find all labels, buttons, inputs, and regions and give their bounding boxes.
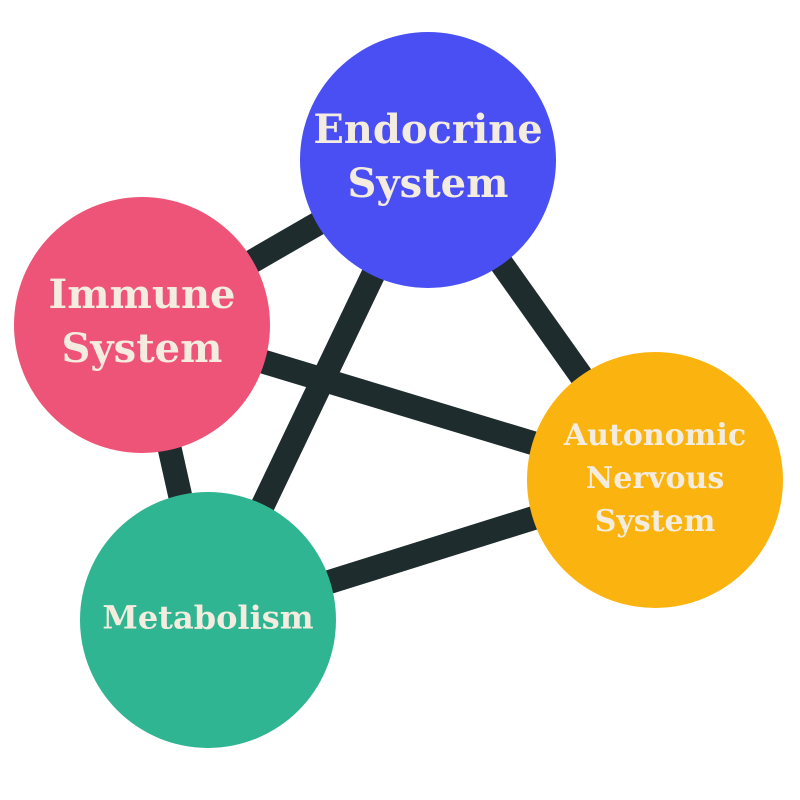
endocrine-label-line: Endocrine	[313, 106, 542, 153]
autonomic-circle	[527, 352, 783, 608]
immune-circle	[14, 197, 270, 453]
autonomic-label-line: Autonomic	[563, 418, 746, 453]
immune-label-line: Immune	[49, 271, 236, 318]
endocrine-circle	[300, 32, 556, 288]
metabolism-circle	[80, 492, 336, 748]
autonomic-label-line: System	[595, 504, 716, 539]
node-metabolism: Metabolism	[80, 492, 336, 748]
endocrine-label-line: System	[348, 160, 509, 207]
autonomic-label-line: Nervous	[586, 461, 724, 496]
immune-label-line: System	[62, 325, 223, 372]
nodes: EndocrineSystemImmuneSystemAutonomicNerv…	[14, 32, 783, 748]
metabolism-label-line: Metabolism	[102, 599, 313, 637]
